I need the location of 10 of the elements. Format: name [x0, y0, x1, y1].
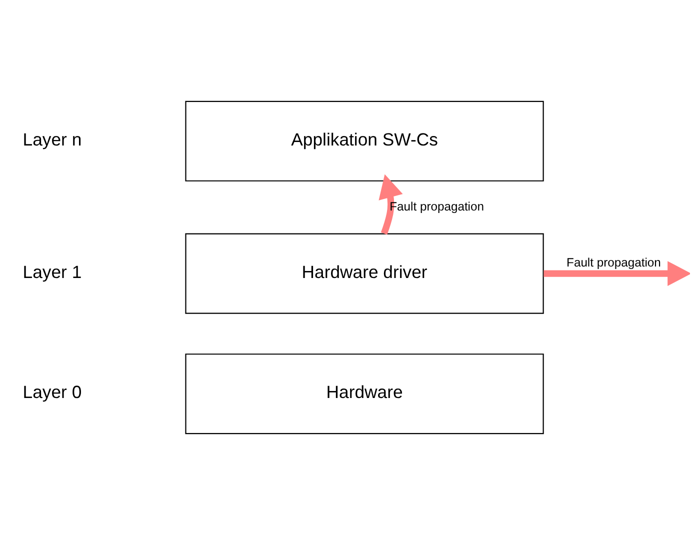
label: Layer 1	[22, 262, 82, 282]
label: Layer n	[22, 129, 82, 150]
edge-label: Fault propagation	[390, 199, 484, 214]
label: Layer 0	[22, 382, 82, 402]
node-box: Hardware	[185, 354, 544, 434]
arrow	[378, 174, 403, 235]
node-box: Hardware driver	[185, 233, 544, 314]
node-box: Applikation SW-Cs	[185, 100, 544, 182]
edge-label: Fault propagation	[566, 256, 661, 270]
arrow	[544, 261, 690, 286]
